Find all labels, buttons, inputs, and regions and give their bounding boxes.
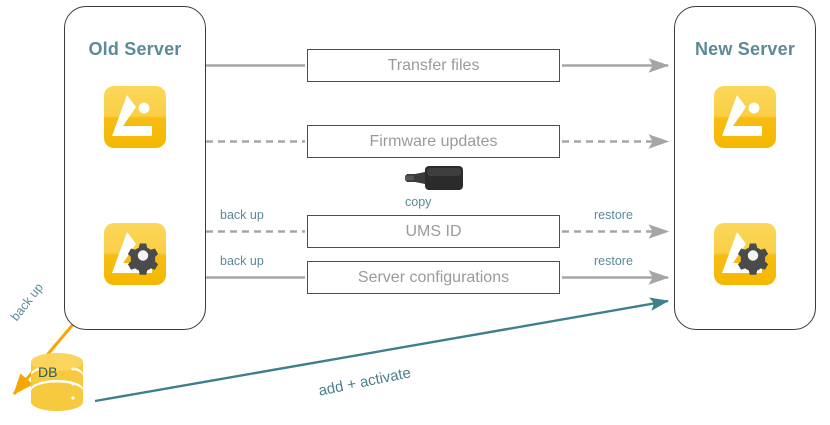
- label-db: DB: [38, 364, 58, 380]
- box-ums-id[interactable]: UMS ID: [307, 215, 560, 248]
- box-server-configurations[interactable]: Server configurations: [307, 261, 560, 294]
- app-settings-gear-icon: [103, 222, 167, 286]
- usb-stick-icon: [403, 163, 465, 193]
- panel-new-server-title: New Server: [694, 39, 796, 59]
- database-cylinder-icon: [28, 350, 86, 412]
- label-backup-ums: back up: [220, 208, 264, 222]
- app-icon: [103, 85, 167, 149]
- label-add-activate: add + activate: [317, 364, 413, 400]
- app-settings-gear-icon: [713, 222, 777, 286]
- label-restore-config: restore: [594, 254, 633, 268]
- label-backup-database: back up: [8, 280, 46, 324]
- panel-old-server-title: Old Server: [88, 39, 182, 59]
- box-firmware-updates[interactable]: Firmware updates: [307, 125, 560, 158]
- label-backup-config: back up: [220, 254, 264, 268]
- label-copy: copy: [405, 195, 432, 209]
- app-icon: [713, 85, 777, 149]
- label-restore-ums: restore: [594, 208, 633, 222]
- box-transfer-files[interactable]: Transfer files: [307, 49, 560, 82]
